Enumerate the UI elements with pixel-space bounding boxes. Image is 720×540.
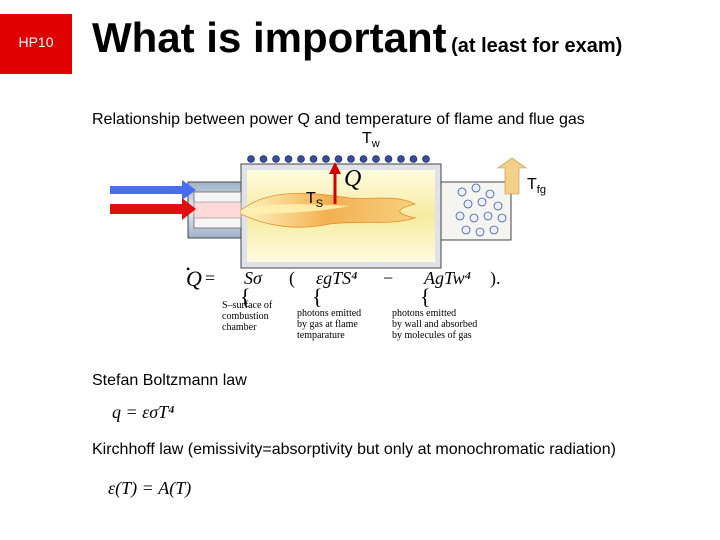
molecule-dot <box>463 199 473 209</box>
label-tw: Tw <box>362 130 380 151</box>
molecule-dot <box>297 155 305 163</box>
molecule-dot <box>489 225 499 235</box>
molecule-dot <box>372 155 380 163</box>
furnace-diagram <box>110 155 527 269</box>
label-ts: TS <box>306 190 324 211</box>
molecule-dot <box>493 201 503 211</box>
molecule-dot <box>457 187 467 197</box>
brace-gas: { <box>312 284 323 309</box>
molecule-dot <box>284 155 293 163</box>
molecule-dot <box>455 211 465 221</box>
molecule-dot <box>409 155 418 163</box>
molecule-dot <box>497 213 507 223</box>
molecule-dot <box>485 189 495 199</box>
molecule-dot <box>247 155 255 163</box>
eq-dot-marker: • <box>186 262 191 276</box>
flame <box>240 192 417 228</box>
note-gas-photons: photons emitted by gas at flame temparat… <box>297 308 362 341</box>
note-wall-photons: photons emitted by wall and absorbed by … <box>392 308 478 341</box>
eq-term-wall: AgTw⁴ <box>424 268 471 288</box>
eq-term-gas: εgTS⁴ <box>316 268 358 288</box>
label-tfg: Tfg <box>527 176 546 197</box>
molecule-dot <box>483 211 493 221</box>
kirchhoff-formula: ε(T) = A(T) <box>108 478 192 498</box>
eq-minus: − <box>383 268 394 288</box>
molecule-dot <box>475 227 485 237</box>
air-inlet-arrow <box>110 180 196 200</box>
molecule-dot <box>477 197 487 207</box>
fuel-inlet-arrow <box>110 198 196 220</box>
stefan-boltzmann-formula: q = εσT⁴ <box>112 402 175 422</box>
molecule-dot <box>322 155 330 163</box>
eq-close-paren: ). <box>490 268 501 288</box>
title-main: What is important <box>92 14 447 61</box>
molecule-dot <box>384 155 393 163</box>
flue-gas-molecules <box>455 183 507 237</box>
relationship-text: Relationship between power Q and tempera… <box>92 111 585 128</box>
note-surface: S–surface of combustion chamber <box>222 300 273 333</box>
eq-q-dot: Q <box>186 266 202 291</box>
molecule-dot <box>469 213 479 223</box>
eq-open-paren: ( <box>289 268 295 288</box>
molecule-dot <box>259 155 268 163</box>
molecule-dot <box>347 155 355 163</box>
page-title: What is important (at least for exam) <box>92 14 622 62</box>
kirchhoff-text: Kirchhoff law (emissivity=absorptivity b… <box>92 441 616 458</box>
eq-s-sigma: Sσ <box>244 268 262 288</box>
molecule-dot <box>309 155 318 163</box>
stefan-boltzmann-text: Stefan Boltzmann law <box>92 372 247 389</box>
molecule-dot <box>272 155 280 163</box>
molecule-dot <box>422 155 430 163</box>
eq-equals: = <box>205 268 216 288</box>
brace-wall: { <box>420 284 431 309</box>
wall-molecules <box>247 155 430 163</box>
molecule-dot <box>397 155 405 163</box>
label-q: Q <box>344 166 362 192</box>
slide-tag: HP10 <box>0 14 72 74</box>
brace-s: { <box>240 284 251 309</box>
title-sub: (at least for exam) <box>451 35 623 57</box>
slide-tag-label: HP10 <box>18 34 54 50</box>
flue-gas-arrow <box>497 157 527 195</box>
molecule-dot <box>334 155 343 163</box>
molecule-dot <box>359 155 368 163</box>
molecule-dot <box>461 225 471 235</box>
molecule-dot <box>471 183 481 193</box>
